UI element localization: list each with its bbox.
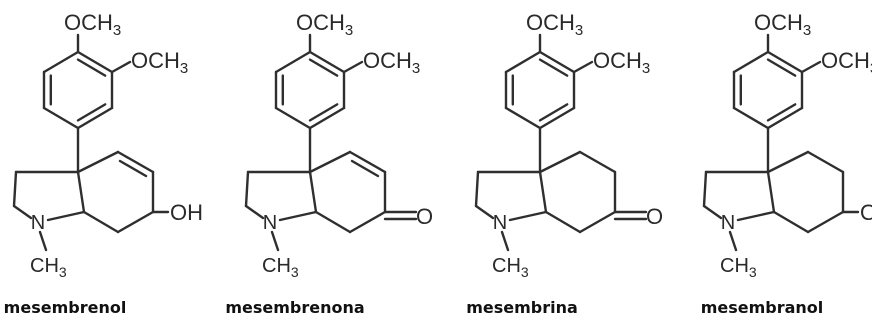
bond-n-methyl [500, 230, 510, 252]
n-methyl-label: CH3 [262, 255, 299, 280]
cyclohexane-bond [538, 150, 582, 174]
pyrrolidine-bond [244, 170, 250, 208]
n-methyl-label: CH3 [492, 255, 529, 280]
nitrogen-label: N [263, 212, 277, 234]
pyrrolidine-bond [736, 210, 776, 222]
carbonyl-oxygen-label: O [416, 204, 433, 229]
pyrrolidine-bond [12, 204, 33, 220]
benzene-bond [504, 50, 542, 74]
methoxy-meta-label: OCH3 [363, 48, 420, 77]
pyrrolidine-bond [702, 170, 708, 208]
pyrrolidine-bond [46, 210, 86, 222]
methoxy-top-label: OCH3 [296, 10, 353, 39]
benzene-double-bond [766, 58, 797, 77]
nitrogen-label: N [493, 212, 507, 234]
nitrogen-label: N [721, 212, 735, 234]
cyclohexane-bond [76, 170, 86, 214]
benzene-bond [42, 50, 80, 74]
methoxy-top-label: OCH3 [754, 10, 811, 39]
cyclohexane-bond [314, 210, 352, 234]
benzene-double-bond [766, 103, 797, 122]
hydroxyl-label: OH [860, 200, 872, 225]
cyclohexane-bond [76, 150, 120, 174]
cyclohexane-bond [766, 150, 810, 174]
hydroxyl-label: OH [170, 200, 203, 225]
cyclohexane-bond [82, 210, 120, 234]
cyclohexane-bond [544, 210, 582, 234]
benzene-bond [76, 50, 114, 74]
bond-methoxy-meta [110, 60, 132, 74]
n-methyl-label: CH3 [30, 255, 67, 280]
pyrrolidine-bond [278, 210, 318, 222]
benzene-bond [766, 50, 804, 74]
bond-n-methyl [270, 230, 280, 252]
cyclohexane-bond [348, 150, 387, 174]
caption-mesembranol: mesembranol [700, 298, 824, 317]
cyclohexane-bond [766, 170, 776, 214]
methoxy-meta-label: OCH3 [821, 48, 872, 77]
benzene-bond [732, 50, 770, 74]
benzene-bond [732, 106, 770, 130]
ring-double-bond [350, 159, 380, 178]
carbonyl-oxygen-label: O [646, 204, 663, 229]
ring-double-bond [118, 159, 148, 178]
caption-mesembrina: mesembrina [466, 298, 578, 317]
bond-methoxy-meta [572, 60, 594, 74]
bond-methoxy-meta [800, 60, 822, 74]
benzene-double-bond [76, 103, 107, 122]
caption-mesembrenona: mesembrenona [225, 298, 365, 317]
benzene-bond [538, 50, 576, 74]
cyclohexane-bond [538, 170, 548, 214]
bond-n-methyl [728, 230, 738, 252]
benzene-bond [308, 50, 346, 74]
bond-methoxy-meta [342, 60, 364, 74]
cyclohexane-bond [772, 210, 810, 234]
benzene-double-bond [538, 58, 569, 77]
cyclohexane-bond [308, 150, 352, 174]
cyclohexane-bond [116, 150, 155, 174]
cyclohexane-bond [348, 210, 387, 234]
pyrrolidine-bond [474, 170, 480, 208]
benzene-bond [274, 50, 312, 74]
benzene-double-bond [308, 58, 339, 77]
methoxy-meta-label: OCH3 [131, 48, 188, 77]
pyrrolidine-bond [474, 204, 495, 220]
cyclohexane-bond [116, 210, 155, 234]
pyrrolidine-bond [12, 170, 18, 208]
n-methyl-label: CH3 [720, 255, 757, 280]
benzene-bond [766, 106, 804, 130]
benzene-bond [76, 106, 114, 130]
cyclohexane-bond [578, 150, 617, 174]
pyrrolidine-bond [702, 204, 723, 220]
bond-n-methyl [38, 230, 48, 252]
benzene-double-bond [538, 103, 569, 122]
cyclohexane-bond [806, 210, 845, 234]
benzene-bond [504, 106, 542, 130]
cyclohexane-bond [578, 210, 617, 234]
benzene-bond [308, 106, 346, 130]
nitrogen-label: N [31, 212, 45, 234]
cyclohexane-bond [308, 170, 318, 214]
methoxy-top-label: OCH3 [64, 10, 121, 39]
benzene-double-bond [76, 58, 107, 77]
methoxy-meta-label: OCH3 [593, 48, 650, 77]
benzene-bond [538, 106, 576, 130]
pyrrolidine-bond [244, 204, 265, 220]
cyclohexane-bond [806, 150, 845, 174]
benzene-bond [42, 106, 80, 130]
pyrrolidine-bond [508, 210, 548, 222]
caption-mesembrenol: mesembrenol [3, 298, 127, 317]
benzene-double-bond [308, 103, 339, 122]
methoxy-top-label: OCH3 [526, 10, 583, 39]
benzene-bond [274, 106, 312, 130]
